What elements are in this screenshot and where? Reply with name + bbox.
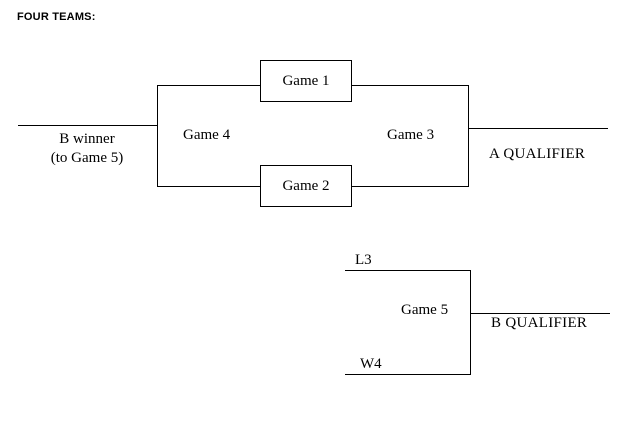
- feed-in-label: B winner (to Game 5): [22, 130, 152, 168]
- l3-label: L3: [355, 252, 372, 268]
- feed-in-label-line1: B winner: [59, 131, 115, 147]
- a-qualifier-label: A QUALIFIER: [489, 146, 586, 162]
- l3-feed-line: [345, 270, 471, 271]
- w4-label: W4: [360, 356, 382, 372]
- page-title: FOUR TEAMS:: [17, 11, 96, 23]
- w4-feed-line: [345, 374, 471, 375]
- a-qualifier-line: [468, 128, 608, 129]
- feed-in-line: [18, 125, 158, 126]
- game5-label: Game 5: [401, 302, 449, 318]
- game4-top-arm: [157, 85, 261, 86]
- game4-bottom-arm: [157, 186, 261, 187]
- game-box-game-1[interactable]: Game 1: [260, 60, 352, 102]
- game2-to-game3-connector: [352, 186, 469, 187]
- game4-label: Game 4: [183, 127, 231, 143]
- game3-bracket-spine: [468, 85, 469, 186]
- game4-bracket-spine: [157, 85, 158, 186]
- game3-label: Game 3: [387, 127, 435, 143]
- b-qualifier-line: [470, 313, 610, 314]
- game1-to-game3-connector: [352, 85, 469, 86]
- b-qualifier-label: B QUALIFIER: [491, 315, 588, 331]
- game-box-game-2[interactable]: Game 2: [260, 165, 352, 207]
- feed-in-label-line2: (to Game 5): [50, 149, 124, 166]
- game5-bracket-spine: [470, 270, 471, 375]
